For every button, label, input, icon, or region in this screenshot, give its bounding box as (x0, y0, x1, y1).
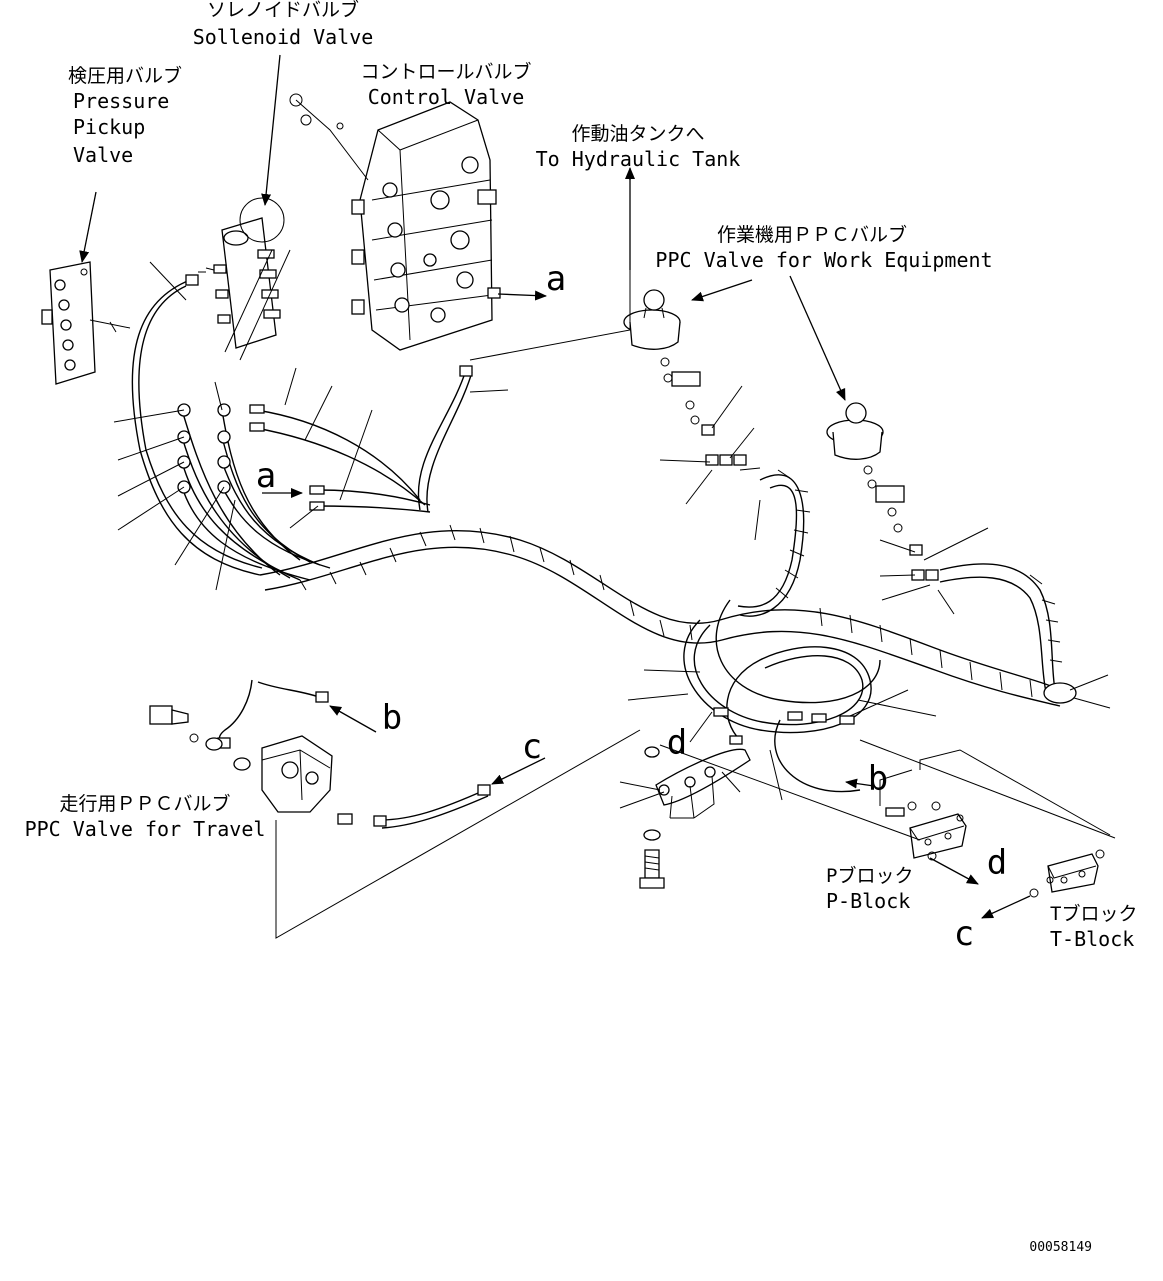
work-ppc-valve-right (826, 402, 905, 533)
t-block (1029, 849, 1105, 898)
work-ppc-label-jp: 作業機用ＰＰＣバルブ (717, 223, 907, 246)
solenoid-valve (198, 197, 285, 349)
travel-ppc-label-en: PPC Valve for Travel (25, 817, 266, 841)
p-block (885, 801, 967, 861)
ref-a-harness: a (256, 456, 276, 496)
p-block-label-jp: Pブロック (826, 864, 913, 887)
ref-c-block: c (954, 914, 974, 954)
callout-leaders (113, 249, 1116, 939)
pressure-valve-label-en-1: Pressure (73, 89, 169, 113)
work-ppc-valve-left (623, 289, 701, 425)
tank-label-en: To Hydraulic Tank (536, 147, 741, 171)
travel-ppc-valve (149, 705, 333, 813)
ref-b-block: b (868, 759, 888, 799)
pressure-valve-label-en-3: Valve (73, 143, 133, 167)
ref-d-bracket: d (667, 723, 687, 763)
solenoid-valve-label-en: Sollenoid Valve (193, 25, 374, 49)
travel-ppc-label-jp: 走行用ＰＰＣバルブ (59, 792, 230, 815)
control-valve (289, 93, 501, 351)
fittings (177, 274, 939, 827)
t-block-label-jp: Tブロック (1050, 902, 1137, 925)
drawing-number: 00058149 (1029, 1240, 1092, 1255)
work-ppc-label-en: PPC Valve for Work Equipment (655, 248, 992, 272)
bracket-assembly (639, 746, 751, 889)
ref-c-travel: c (522, 727, 542, 767)
p-block-label-en: P-Block (826, 889, 910, 913)
ref-d-block: d (987, 843, 1007, 883)
solenoid-valve-label-jp: ソレノイドバルブ (207, 0, 359, 21)
arrows (79, 54, 1031, 919)
pressure-valve-label-en-2: Pickup (73, 115, 145, 139)
ref-a-control: a (546, 259, 566, 299)
ref-b-travel: b (382, 698, 402, 738)
control-valve-label-jp: コントロールバルブ (360, 60, 531, 83)
pressure-valve-label-jp: 検圧用バルブ (68, 64, 182, 87)
pressure-pickup-valve (41, 261, 131, 385)
tank-label-jp: 作動油タンクへ (571, 123, 704, 145)
t-block-label-en: T-Block (1050, 927, 1134, 951)
labels: ソレノイドバルブ Sollenoid Valve コントロールバルブ Contr… (25, 0, 1138, 1255)
control-valve-label-en: Control Valve (368, 85, 525, 109)
